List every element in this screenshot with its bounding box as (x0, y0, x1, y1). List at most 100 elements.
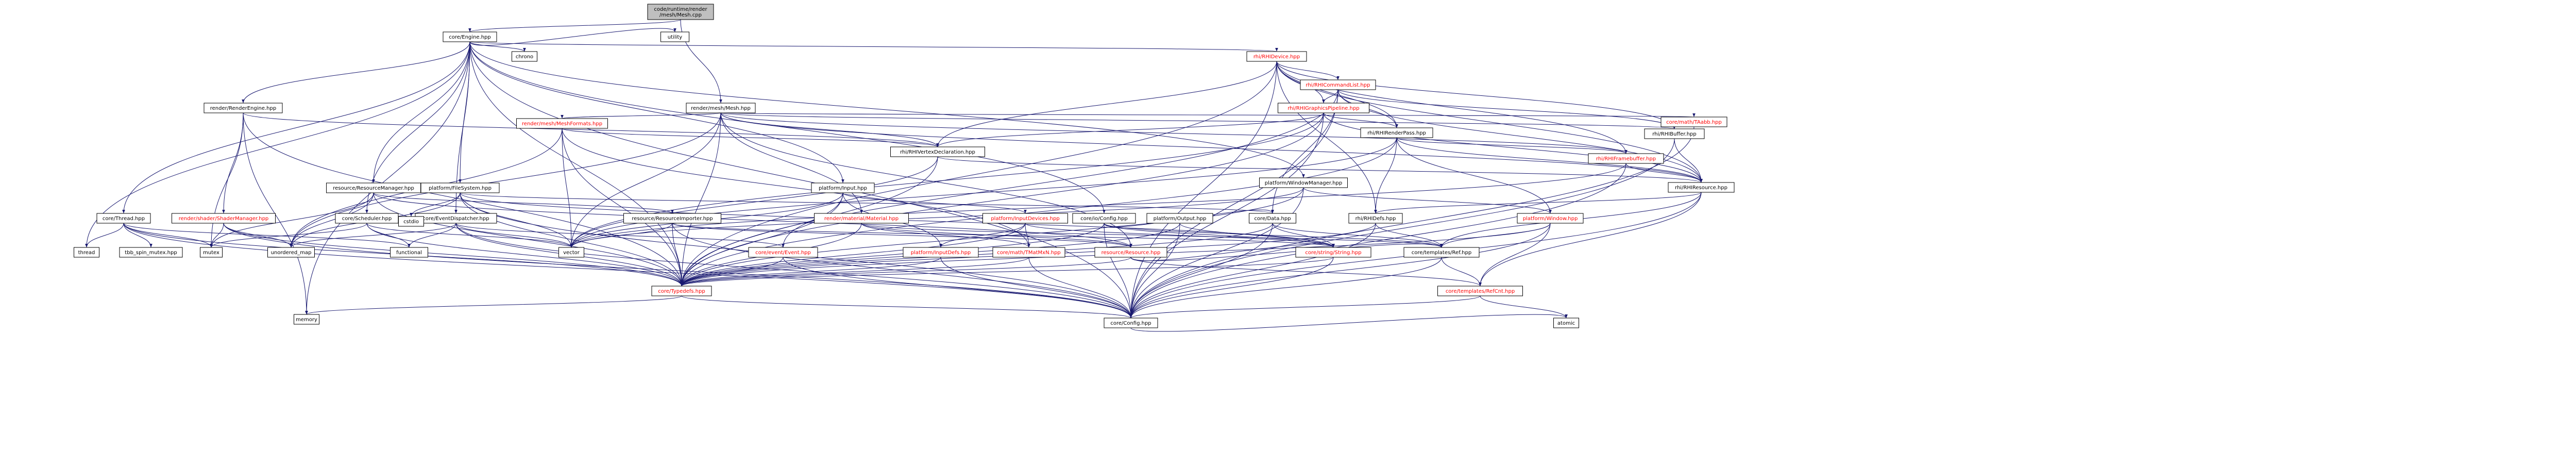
edge-engine-to-rhi-device (469, 41, 1278, 52)
edge-input-to-event (782, 192, 843, 248)
edge-resource-importer-to-string (672, 223, 1335, 248)
node-cstdio[interactable]: cstdio (398, 216, 424, 227)
node-scheduler[interactable]: core/Scheduler.hpp (335, 213, 399, 224)
node-box (814, 213, 909, 224)
edge-engine-to-thread (122, 41, 470, 214)
node-box (1660, 116, 1727, 127)
node-label: render/material/Material.hpp (824, 216, 899, 222)
node-thread-std[interactable]: thread (74, 247, 99, 258)
node-mesh-formats[interactable]: render/mesh/MeshFormats.hpp (516, 118, 608, 129)
node-rhi-device[interactable]: rhi/RHIDevice.hpp (1246, 51, 1307, 62)
edge-input-devices-to-tmatrix (1025, 223, 1030, 248)
node-input-defs[interactable]: platform/InputDefs.hpp (903, 247, 979, 258)
node-config[interactable]: core/io/Config.hpp (1072, 213, 1136, 224)
node-rhi-defs[interactable]: rhi/RHIDefs.hpp (1348, 213, 1403, 224)
node-rhi-cmdlist[interactable]: rhi/RHICommandList.hpp (1300, 79, 1376, 90)
edge-window-to-ref (1440, 223, 1551, 248)
node-rhi-renderpass[interactable]: rhi/RHIRenderPass.hpp (1360, 127, 1433, 138)
edge-render-engine-to-mutex (210, 112, 244, 248)
node-label: rhi/RHIGraphicsPipeline.hpp (1287, 106, 1359, 111)
node-core-config[interactable]: core/Config.hpp (1104, 318, 1158, 328)
edge-file-system-to-cstdio (410, 192, 461, 217)
edge-resource-importer-to-resource (672, 223, 1132, 248)
edge-render-engine-to-rhi-vertex-decl (243, 112, 939, 147)
node-mesh-cpp[interactable]: code/runtime/render/mesh/Mesh.cpp (647, 4, 714, 20)
node-tbb-mutex[interactable]: tbb_spin_mutex.hpp (119, 247, 183, 258)
edge-mesh-cpp-to-engine (468, 19, 681, 32)
node-label: core/math/TAabb.hpp (1666, 120, 1722, 125)
node-rhi-resource[interactable]: rhi/RHIResource.hpp (1668, 182, 1735, 193)
edge-string-to-typedefs (680, 257, 1334, 287)
node-box (1246, 51, 1307, 62)
edge-rhi-renderpass-to-vector (570, 137, 1397, 248)
node-rhi-gfx-pipeline[interactable]: rhi/RHIGraphicsPipeline.hpp (1278, 103, 1369, 113)
node-ref[interactable]: core/templates/Ref.hpp (1403, 247, 1480, 258)
node-label: resource/Resource.hpp (1101, 250, 1161, 256)
node-engine[interactable]: core/Engine.hpp (443, 31, 497, 42)
edge-event-dispatcher-to-event (455, 223, 785, 248)
edge-input-to-typedefs (680, 192, 843, 287)
node-box (96, 213, 151, 224)
node-box (204, 103, 283, 113)
node-tmatrix[interactable]: core/math/TMatMxN.hpp (992, 247, 1065, 258)
node-box (200, 247, 223, 258)
node-atomic[interactable]: atomic (1553, 318, 1579, 328)
edge-refcnt-to-atomic (1480, 295, 1568, 319)
node-label: render/mesh/MeshFormats.hpp (522, 121, 602, 127)
node-resource[interactable]: resource/Resource.hpp (1094, 247, 1167, 258)
node-rhi-buffer[interactable]: rhi/RHIBuffer.hpp (1644, 128, 1705, 139)
edge-config-to-string (1104, 223, 1335, 248)
node-resource-importer[interactable]: resource/ResourceImporter.hpp (623, 213, 721, 224)
node-event[interactable]: core/event/Event.hpp (748, 247, 818, 258)
node-box (1517, 213, 1584, 224)
edge-engine-to-typedefs (469, 41, 683, 287)
node-material[interactable]: render/material/Material.hpp (814, 213, 909, 224)
node-vector[interactable]: vector (558, 247, 584, 258)
edge-input-defs-to-typedefs (680, 257, 941, 287)
node-mutex[interactable]: mutex (200, 247, 223, 258)
node-label: rhi/RHIDevice.hpp (1253, 54, 1300, 60)
node-window[interactable]: platform/Window.hpp (1517, 213, 1584, 224)
edge-resource-manager-to-mutex (210, 192, 374, 248)
node-typedefs[interactable]: core/Typedefs.hpp (651, 286, 712, 296)
edge-engine-to-input (469, 41, 844, 184)
node-input[interactable]: platform/Input.hpp (811, 182, 875, 193)
edge-shader-manager-to-mutex (210, 223, 224, 248)
node-shader-manager[interactable]: render/shader/ShaderManager.hpp (172, 213, 276, 224)
node-chrono[interactable]: chrono (512, 51, 537, 62)
node-string[interactable]: core/string/String.hpp (1295, 247, 1371, 258)
edge-rhi-buffer-to-core-config (1129, 138, 1675, 319)
node-rhi-vertex-decl[interactable]: rhi/RHIVertexDeclaration.hpp (890, 146, 985, 157)
edge-window-manager-to-window (1303, 187, 1552, 214)
node-window-manager[interactable]: platform/WindowManager.hpp (1259, 177, 1348, 188)
node-rhi-framebuffer[interactable]: rhi/RHIFramebuffer.hpp (1588, 153, 1664, 164)
node-refcnt[interactable]: core/templates/RefCnt.hpp (1437, 286, 1523, 296)
node-thread[interactable]: core/Thread.hpp (96, 213, 151, 224)
edge-input-devices-to-string (1025, 223, 1335, 248)
node-label: platform/FileSystem.hpp (429, 186, 492, 191)
edge-engine-to-render-engine (242, 41, 470, 104)
node-box (1403, 247, 1480, 258)
node-output[interactable]: platform/Output.hpp (1146, 213, 1213, 224)
node-resource-manager[interactable]: resource/ResourceManager.hpp (326, 182, 421, 193)
node-label: platform/InputDevices.hpp (991, 216, 1059, 222)
node-render-engine[interactable]: render/RenderEngine.hpp (204, 103, 283, 113)
edge-mesh-hpp-to-rhi-framebuffer (720, 112, 1628, 154)
node-memory[interactable]: memory (294, 314, 319, 325)
node-data[interactable]: core/Data.hpp (1249, 213, 1296, 224)
node-event-dispatcher[interactable]: core/EventDispatcher.hpp (415, 213, 497, 224)
node-label: core/io/Config.hpp (1080, 216, 1128, 222)
edge-file-system-to-typedefs (460, 192, 683, 287)
node-label: thread (78, 250, 95, 256)
node-tr-aabb[interactable]: core/math/TAabb.hpp (1660, 116, 1727, 127)
node-input-devices[interactable]: platform/InputDevices.hpp (982, 213, 1068, 224)
node-file-system[interactable]: platform/FileSystem.hpp (420, 182, 500, 193)
node-label: cstdio (403, 219, 419, 225)
node-unordered-map[interactable]: unordered_map (267, 247, 315, 258)
node-utility[interactable]: utility (660, 31, 689, 42)
edge-event-dispatcher-to-unordered-map (290, 223, 456, 248)
edge-engine-to-window-manager (469, 41, 1305, 178)
node-mesh-hpp[interactable]: render/mesh/Mesh.hpp (686, 103, 756, 113)
node-functional[interactable]: functional (390, 247, 428, 258)
